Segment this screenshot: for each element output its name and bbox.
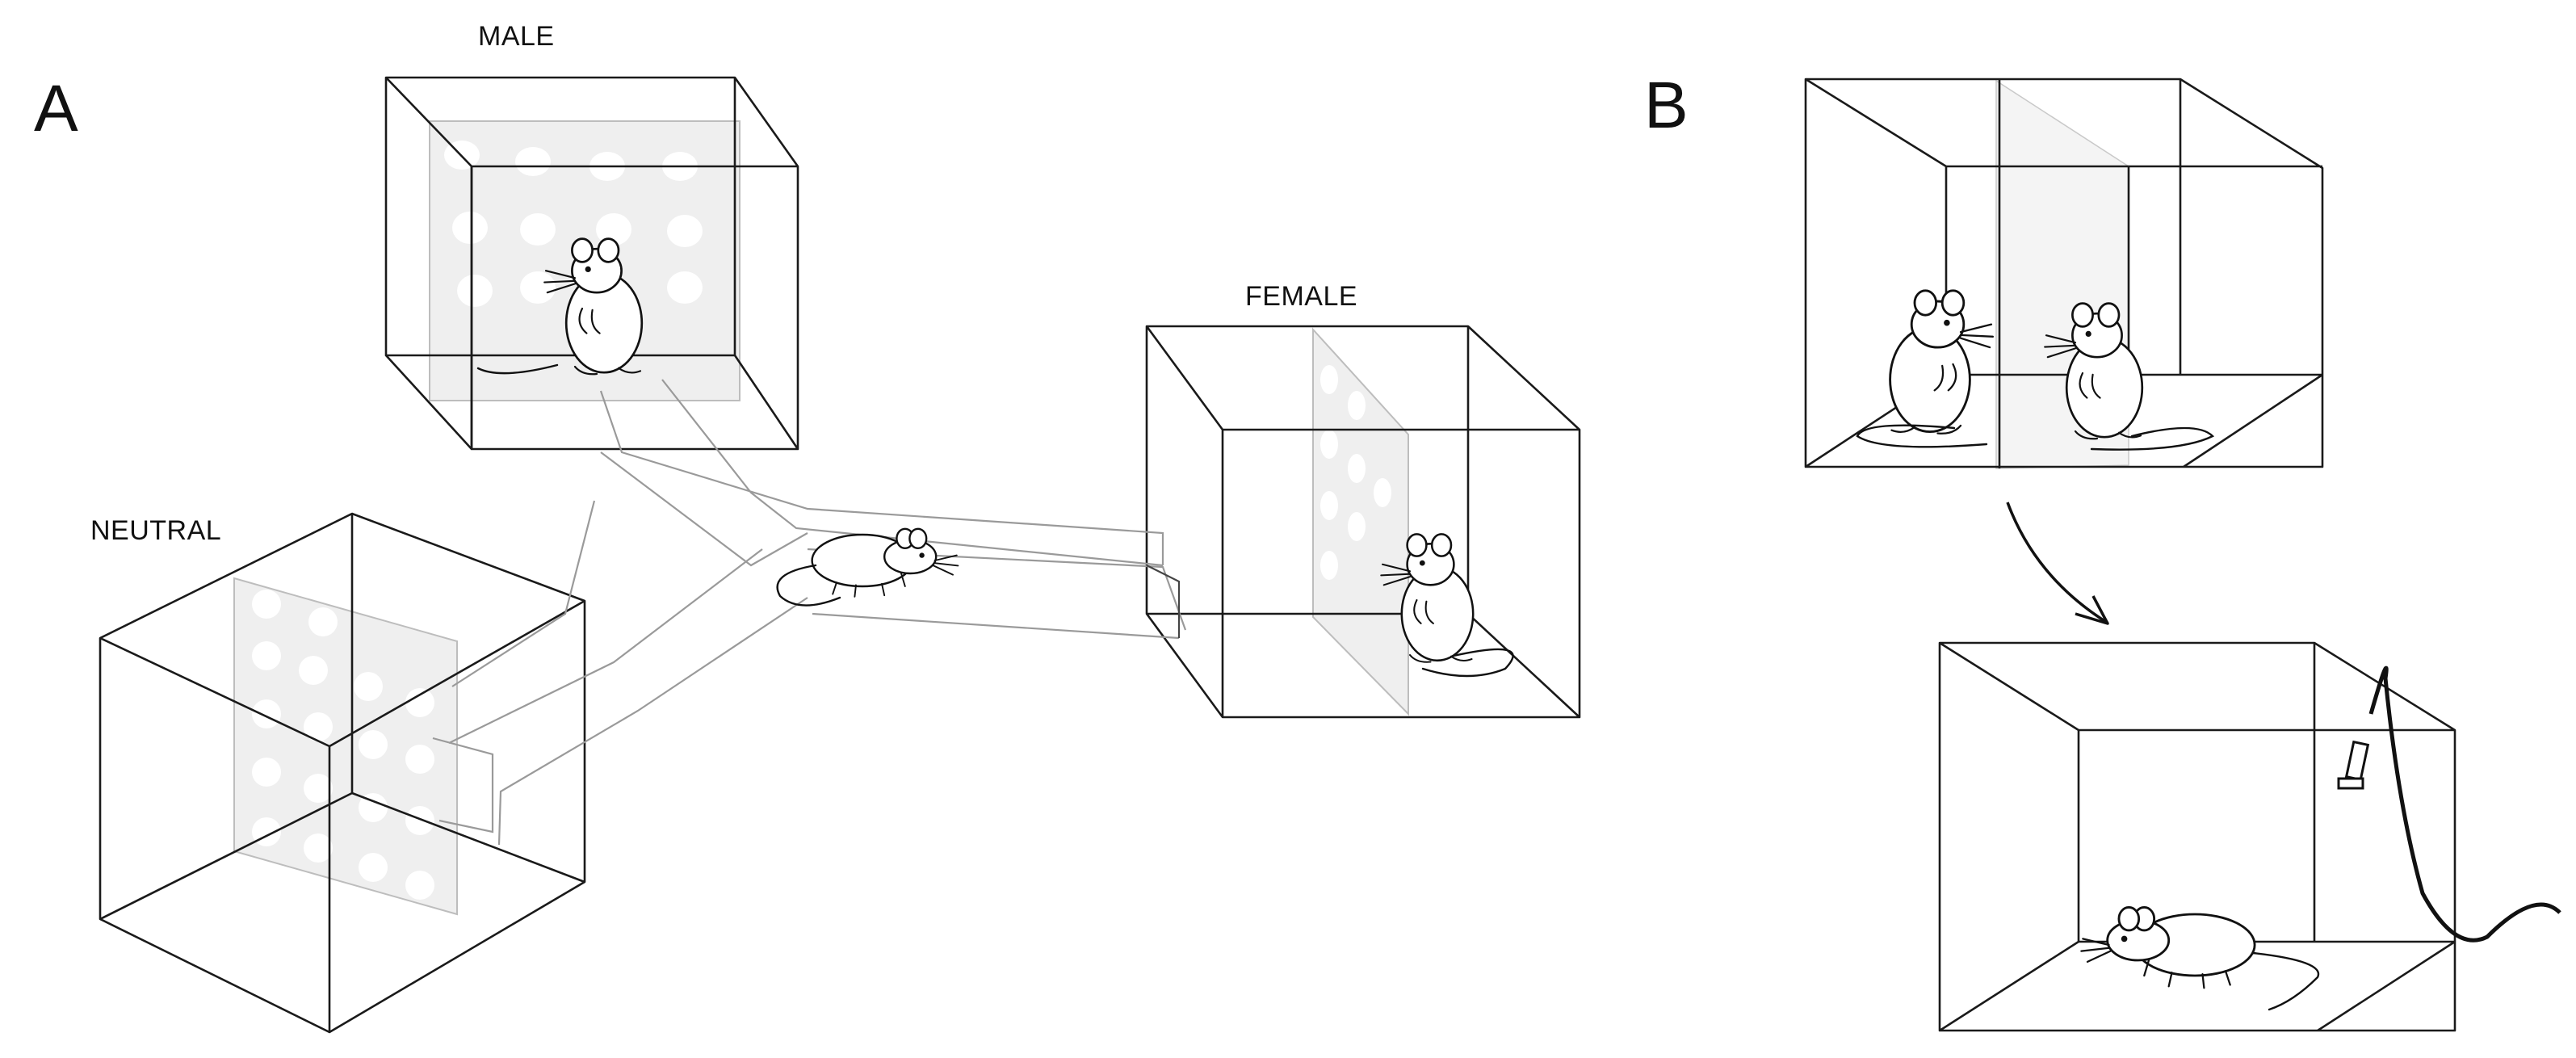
panel-label-a: A [34, 72, 78, 145]
mouse-icon-center [811, 527, 959, 598]
mouse-icon-left-partner [1889, 289, 1995, 435]
male-wall-holes [444, 141, 703, 307]
mouse-icon-recorded [2079, 906, 2256, 989]
implant-cable-icon [2337, 665, 2561, 943]
divided-chamber [1804, 78, 2324, 469]
female-label: FEMALE [1245, 281, 1357, 312]
tunnel-center-neutral [432, 500, 808, 846]
recorded-mouse-tail [2251, 951, 2320, 1011]
tunnel-male-center [599, 379, 1164, 567]
male-mouse-tail [476, 363, 559, 375]
neutral-perforated-wall [233, 577, 458, 916]
curved-arrow-icon [2006, 502, 2109, 625]
right-mouse-tail [2090, 426, 2215, 451]
center-mouse-tail [776, 564, 841, 607]
neutral-label: NEUTRAL [90, 515, 221, 546]
female-mouse-tail [1421, 648, 1514, 678]
recording-chamber [1938, 641, 2561, 1032]
neutral-wall-holes [252, 590, 434, 900]
panel-label-b: B [1644, 69, 1689, 142]
male-label: MALE [478, 21, 555, 52]
female-chamber: FEMALE [1145, 281, 1581, 719]
male-chamber: MALE [384, 21, 799, 451]
female-wall-holes [1320, 365, 1391, 580]
neutral-chamber: NEUTRAL [90, 512, 586, 1034]
left-mouse-tail [1856, 424, 1988, 448]
